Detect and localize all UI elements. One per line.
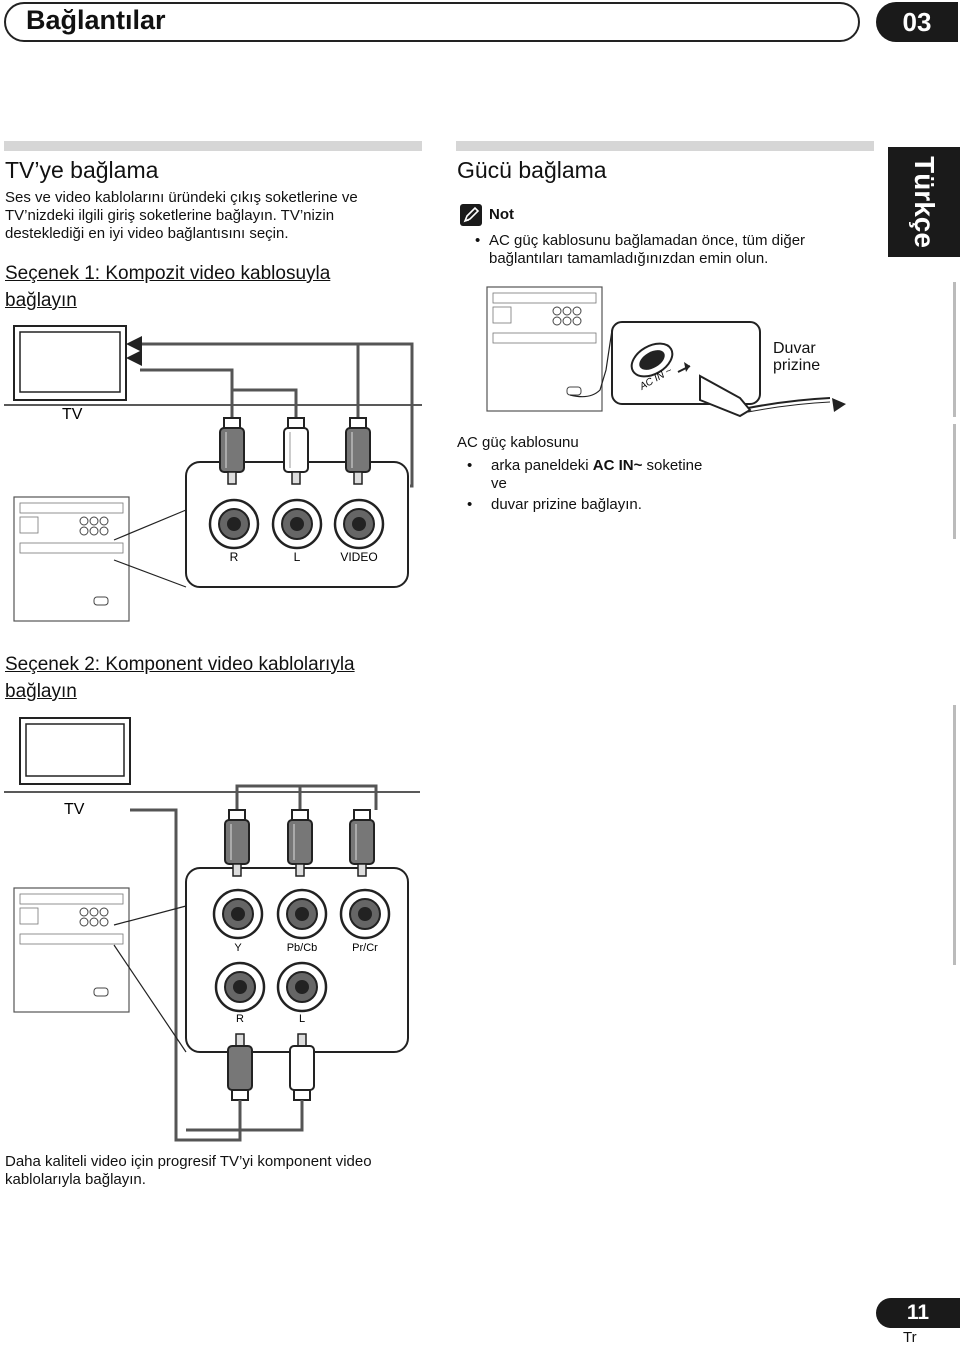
section-rule bbox=[456, 141, 874, 151]
intro-line: Ses ve video kablolarını üründeki çıkış … bbox=[5, 189, 358, 206]
rca-plug-icon bbox=[287, 809, 313, 877]
unit-rear-panel-1 bbox=[13, 496, 130, 622]
tv-monitor-2 bbox=[19, 717, 131, 785]
outlet-label: Duvar prizine bbox=[773, 340, 821, 374]
rca-jack-icon bbox=[276, 888, 328, 940]
ac-plug-icon bbox=[699, 374, 752, 418]
intro-line: desteklediği en iyi video bağlantısını s… bbox=[5, 225, 289, 242]
ac-in-term: AC IN~ bbox=[592, 457, 643, 474]
jack-label: R bbox=[230, 550, 239, 564]
jack-label: R bbox=[236, 1013, 244, 1025]
rca-jack-icon bbox=[339, 888, 391, 940]
jack-label: L bbox=[294, 550, 301, 564]
intro-line: TV’nizdeki ilgili giriş soketlerine bağl… bbox=[5, 207, 335, 224]
page-lang-code: Tr bbox=[903, 1329, 917, 1346]
page-title: Bağlantılar bbox=[26, 5, 166, 35]
unit-rear-panel-2 bbox=[13, 887, 130, 1013]
jack-label: L bbox=[299, 1013, 305, 1025]
chapter-number: 03 bbox=[876, 2, 958, 42]
arrow-icon bbox=[126, 336, 142, 352]
pencil-note-icon bbox=[460, 204, 482, 226]
power-section-title: Gücü bağlama bbox=[457, 157, 607, 183]
rca-jack-icon bbox=[212, 888, 264, 940]
power-instructions: AC güç kablosunu • arka paneldeki AC IN~… bbox=[457, 434, 703, 513]
arrow-icon bbox=[126, 350, 142, 366]
option1-title-line: bağlayın bbox=[5, 290, 77, 311]
instructions-lead: AC güç kablosunu bbox=[457, 434, 579, 451]
tv-intro: Ses ve video kablolarını üründeki çıkış … bbox=[5, 189, 358, 243]
jack-label: Y bbox=[234, 942, 242, 954]
note-line: AC güç kablosunu bağlamadan önce, tüm di… bbox=[489, 232, 806, 249]
option2-title: Seçenek 2: Komponent video kablolarıyla … bbox=[5, 651, 355, 705]
arrow-icon bbox=[832, 398, 846, 412]
note-text: AC güç kablosunu bağlamadan önce, tüm di… bbox=[475, 232, 805, 268]
page-number: 11 bbox=[876, 1298, 960, 1328]
margin-line bbox=[953, 282, 956, 417]
tv-section-title: TV’ye bağlama bbox=[5, 157, 159, 183]
rca-jack-icon bbox=[214, 961, 266, 1013]
rca-jack-icon bbox=[333, 498, 385, 550]
tv-label-1: TV bbox=[62, 406, 83, 423]
tv-label-2: TV bbox=[64, 801, 85, 818]
margin-line bbox=[953, 424, 956, 539]
rca-jack-icon bbox=[271, 498, 323, 550]
margin-line bbox=[953, 705, 956, 965]
option1-title: Seçenek 1: Kompozit video kablosuyla bağ… bbox=[5, 260, 330, 314]
rca-jack-icon bbox=[208, 498, 260, 550]
header-bar bbox=[4, 2, 860, 42]
tv-monitor-1 bbox=[13, 325, 127, 401]
rca-plug-icon bbox=[224, 809, 250, 877]
option1-title-line: Seçenek 1: Kompozit video kablosuyla bbox=[5, 263, 331, 284]
footer-text: Daha kaliteli video için progresif TV’yi… bbox=[5, 1153, 372, 1188]
rca-plug-icon bbox=[349, 809, 375, 877]
jack-label: Pr/Cr bbox=[352, 942, 378, 954]
language-tab: Türkçe bbox=[888, 147, 960, 257]
option2-title-line: bağlayın bbox=[5, 681, 77, 702]
jack-label: Pb/Cb bbox=[287, 942, 318, 954]
option2-title-line: Seçenek 2: Komponent video kablolarıyla bbox=[5, 654, 355, 675]
note-label: Not bbox=[489, 206, 514, 223]
ac-in-inset bbox=[611, 321, 761, 405]
section-rule bbox=[4, 141, 422, 151]
note-line: bağlantıları tamamladığınızdan emin olun… bbox=[489, 250, 769, 267]
jack-label: VIDEO bbox=[340, 550, 377, 564]
arrow-icon bbox=[684, 362, 690, 372]
unit-rear-panel-power bbox=[486, 286, 603, 412]
rca-jack-icon bbox=[276, 961, 328, 1013]
